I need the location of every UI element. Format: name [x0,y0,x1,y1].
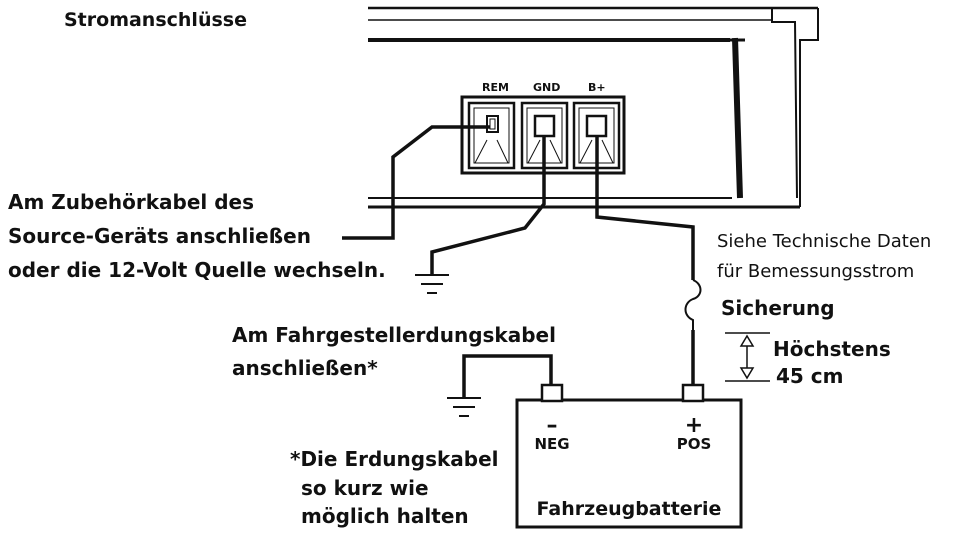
ground-wire [430,136,546,275]
battery-negative-label: NEG [534,435,569,453]
max-length-marker [725,332,770,382]
remote-instruction-line2: Source-Geräts anschließen [8,224,311,248]
chassis-ground-instruction-line2: anschließen* [232,356,378,380]
remote-instruction-line3: oder die 12-Volt Quelle wechseln. [8,258,386,282]
terminal-label-bplus: B+ [588,81,606,94]
max-length-label-line2: 45 cm [776,364,844,388]
max-length-label-line1: Höchstens [773,337,891,361]
fuse-label: Sicherung [721,296,835,320]
fuse-element [684,279,702,330]
terminal-label-rem: REM [482,81,509,94]
ground-note-line2: so kurz wie [301,476,429,500]
ground-symbol-2 [447,397,481,417]
terminal-label-gnd: GND [533,81,560,94]
wiring [342,125,702,398]
vehicle-battery [515,383,743,529]
battery-label: Fahrzeugbatterie [537,498,722,520]
page-title: Stromanschlüsse [64,9,247,31]
specs-note-line2: für Bemessungsstrom [717,261,914,282]
positive-wire [595,136,695,280]
ground-symbol-1 [415,274,449,294]
battery-positive-label: POS [677,435,712,453]
battery-positive-symbol: + [685,413,703,438]
specs-note-line1: Siehe Technische Daten [717,231,931,252]
ground-note-line3: möglich halten [301,504,469,528]
ground-note-line1: *Die Erdungskabel [290,447,499,471]
chassis-ground-instruction-line1: Am Fahrgestellerdungskabel [232,323,556,347]
remote-wire [342,125,490,240]
chassis-ground-wire [462,354,553,398]
battery-negative-symbol: – [547,413,558,438]
amplifier-housing [368,6,819,209]
remote-instruction-line1: Am Zubehörkabel des [8,190,254,214]
